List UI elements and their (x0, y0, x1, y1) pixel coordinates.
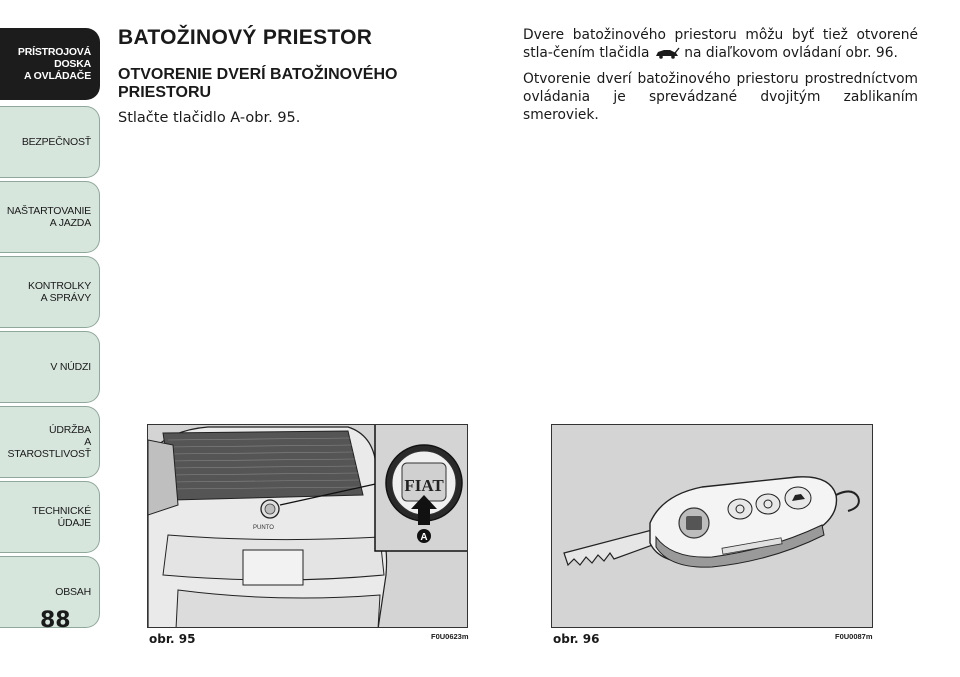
figure-95-code: F0U0623m (431, 632, 469, 641)
paragraph-text: na diaľkovom ovládaní obr. 96. (684, 45, 898, 61)
tab-label: TECHNICKÉ ÚDAJE (32, 505, 91, 529)
callout-a: A (420, 532, 427, 543)
tab-label: ÚDRŽBA A STAROSTLIVOSŤ (7, 424, 91, 460)
figure-96-code: F0U0087m (835, 632, 873, 641)
tab-kontrolky[interactable]: KONTROLKY A SPRÁVY (0, 256, 100, 328)
tab-v-nudzi[interactable]: V NÚDZI (0, 331, 100, 403)
figure-95-caption: obr. 95 (149, 632, 196, 646)
car-trunk-icon (655, 47, 680, 59)
figure-96-caption: obr. 96 (553, 632, 600, 646)
car-rear-illustration: PUNTO FIAT A (148, 425, 467, 627)
page-number: 88 (40, 608, 71, 633)
tab-label: BEZPEČNOSŤ (21, 136, 91, 148)
right-column: Dvere batožinového priestoru môžu byť ti… (523, 26, 918, 132)
tab-label: KONTROLKY A SPRÁVY (28, 280, 91, 304)
key-fob-illustration (552, 425, 872, 627)
paragraph-left: Stlačte tlačidlo A-obr. 95. (118, 110, 301, 126)
tab-udrzba[interactable]: ÚDRŽBA A STAROSTLIVOSŤ (0, 406, 100, 478)
paragraph-right-1: Dvere batožinového priestoru môžu byť ti… (523, 26, 918, 62)
tab-nastartovanie[interactable]: NAŠTARTOVANIE A JAZDA (0, 181, 100, 253)
tab-pristrojova-doska[interactable]: PRÍSTROJOVÁ DOSKA A OVLÁDAČE (0, 28, 100, 100)
paragraph-text: Dvere batožinového priestoru môžu byť ti… (523, 27, 918, 61)
paragraph-right-2: Otvorenie dverí batožinového priestoru p… (523, 71, 918, 123)
fiat-logo-text: FIAT (404, 476, 444, 495)
subsection-title: OTVORENIE DVERÍ BATOŽINOVÉHO PRIESTORU (118, 66, 398, 101)
tab-technicke-udaje[interactable]: TECHNICKÉ ÚDAJE (0, 481, 100, 553)
tab-label: OBSAH (55, 586, 91, 598)
tab-bezpecnost[interactable]: BEZPEČNOSŤ (0, 106, 100, 178)
section-title: BATOŽINOVÝ PRIESTOR (118, 26, 373, 49)
tab-label: V NÚDZI (50, 361, 91, 373)
tab-label: PRÍSTROJOVÁ DOSKA A OVLÁDAČE (17, 46, 91, 82)
tab-obsah[interactable]: OBSAH (0, 556, 100, 628)
figure-96-key-fob (551, 424, 873, 628)
model-badge: PUNTO (253, 525, 274, 531)
figure-95-car-rear: PUNTO FIAT A (147, 424, 468, 628)
tab-label: NAŠTARTOVANIE A JAZDA (6, 205, 91, 229)
